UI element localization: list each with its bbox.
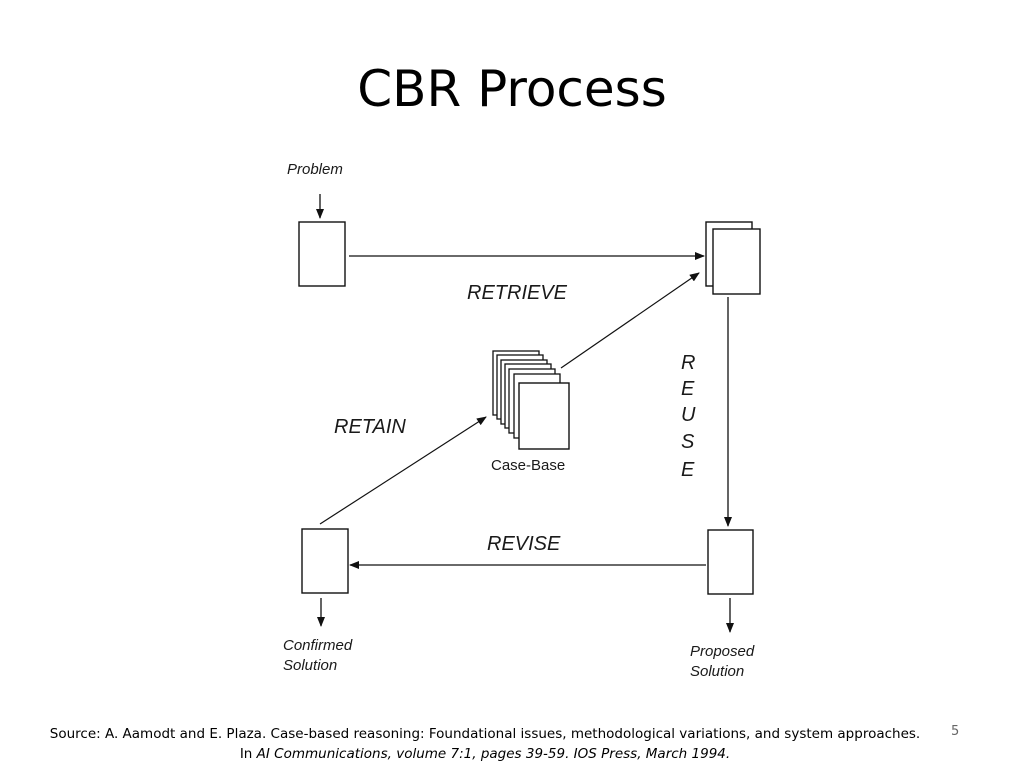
source-citation: Source: A. Aamodt and E. Plaza. Case-bas…: [30, 724, 940, 764]
case-base-to-retrieve-arrow: [560, 272, 700, 369]
slide-number: 5: [951, 724, 960, 739]
confirmed-solution-box: [301, 528, 349, 594]
retain-arrow: [319, 416, 487, 525]
retrieve-label: RETRIEVE: [467, 282, 568, 304]
source-line-1: Source: A. Aamodt and E. Plaza. Case-bas…: [49, 726, 921, 742]
reuse-letter: E: [681, 378, 695, 400]
reuse-letter: U: [681, 404, 696, 426]
source-line-2: In AI Communications, volume 7:1, pages …: [30, 744, 940, 764]
revise-label: REVISE: [487, 533, 561, 555]
retrieved-cases-stack: [705, 221, 761, 295]
proposed-solution-label-line1: Proposed: [690, 643, 755, 660]
reuse-label: R E U S E: [681, 352, 696, 481]
reuse-letter: E: [681, 459, 695, 481]
confirmed-solution-label-line1: Confirmed: [283, 637, 353, 654]
proposed-solution-box: [707, 529, 754, 595]
reuse-letter: R: [681, 352, 695, 374]
slide-title: CBR Process: [357, 60, 667, 118]
new-case-box: [298, 221, 346, 287]
proposed-solution-label-line2: Solution: [690, 663, 744, 680]
problem-label: Problem: [287, 161, 343, 178]
source-line-2-journal: AI Communications, volume 7:1, pages 39-…: [256, 746, 731, 762]
case-base-stack: [492, 350, 570, 450]
retain-label: RETAIN: [334, 416, 406, 438]
reuse-letter: S: [681, 431, 695, 453]
case-base-label: Case-Base: [491, 457, 565, 474]
source-line-2-prefix: In: [239, 746, 257, 762]
confirmed-solution-label-line2: Solution: [283, 657, 337, 674]
